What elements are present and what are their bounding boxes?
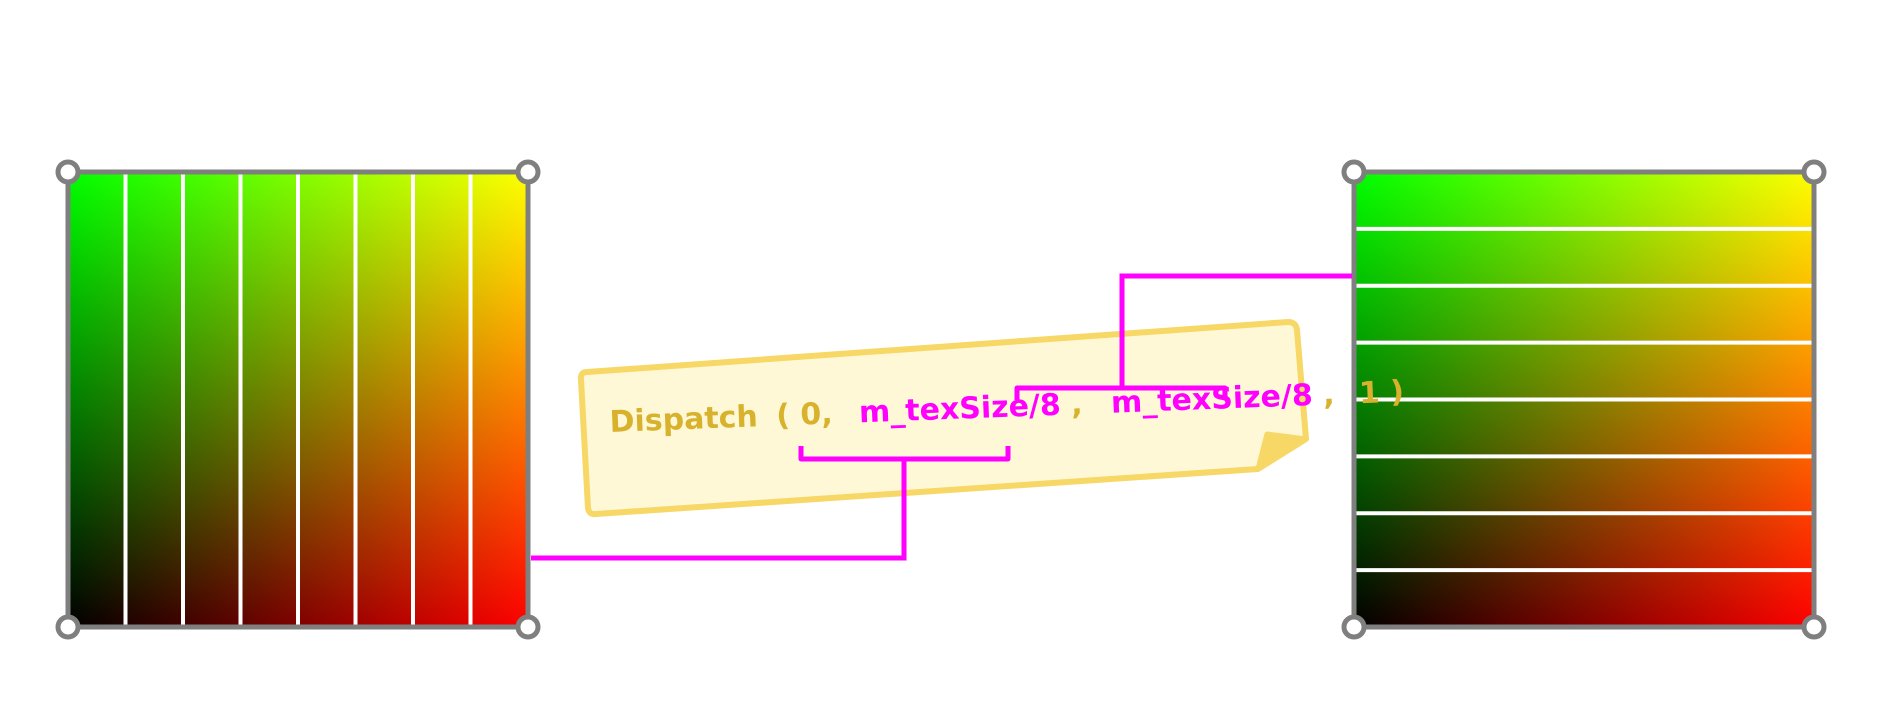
note-card <box>577 319 1309 518</box>
arg-last: 1 <box>1358 375 1380 411</box>
dispatch-function-name: Dispatch <box>609 399 758 440</box>
code-line: Dispatch ( 0, m_texSize/8 , m_texSize/8 … <box>609 375 1405 440</box>
right-corner-handle-top-left[interactable] <box>1341 159 1367 185</box>
left-texture-frame <box>65 169 531 630</box>
arg-thread-groups-z: m_texSize/8 <box>1110 378 1313 421</box>
left-strip-dividers <box>123 172 473 627</box>
open-paren: ( <box>776 398 791 434</box>
arg-thread-groups-x-zero: 0, <box>800 396 834 432</box>
note-folded-corner <box>1255 431 1309 472</box>
arg-separator-comma: , <box>1322 377 1335 412</box>
right-texture-frame <box>1351 169 1817 630</box>
right-corner-handle-bottom-right[interactable] <box>1801 614 1827 640</box>
right-corner-handle-top-right[interactable] <box>1801 159 1827 185</box>
arg-separator-comma: , <box>1071 387 1084 422</box>
code-note: Dispatch ( 0, m_texSize/8 , m_texSize/8 … <box>577 319 1405 518</box>
left-corner-handle-bottom-right[interactable] <box>515 614 541 640</box>
right-strip-dividers <box>1354 226 1814 573</box>
right-texture <box>1341 159 1827 640</box>
left-corner-handle-top-right[interactable] <box>515 159 541 185</box>
left-texture <box>55 159 541 640</box>
connector-arg1-to-left-texture <box>531 459 907 561</box>
left-corner-handle-top-left[interactable] <box>55 159 81 185</box>
right-corner-handle-bottom-left[interactable] <box>1341 614 1367 640</box>
left-corner-handle-bottom-left[interactable] <box>55 614 81 640</box>
close-paren: ) <box>1390 375 1405 411</box>
arg-thread-groups-y: m_texSize/8 <box>858 388 1061 431</box>
connector-arg2-to-right-texture <box>1119 273 1352 388</box>
